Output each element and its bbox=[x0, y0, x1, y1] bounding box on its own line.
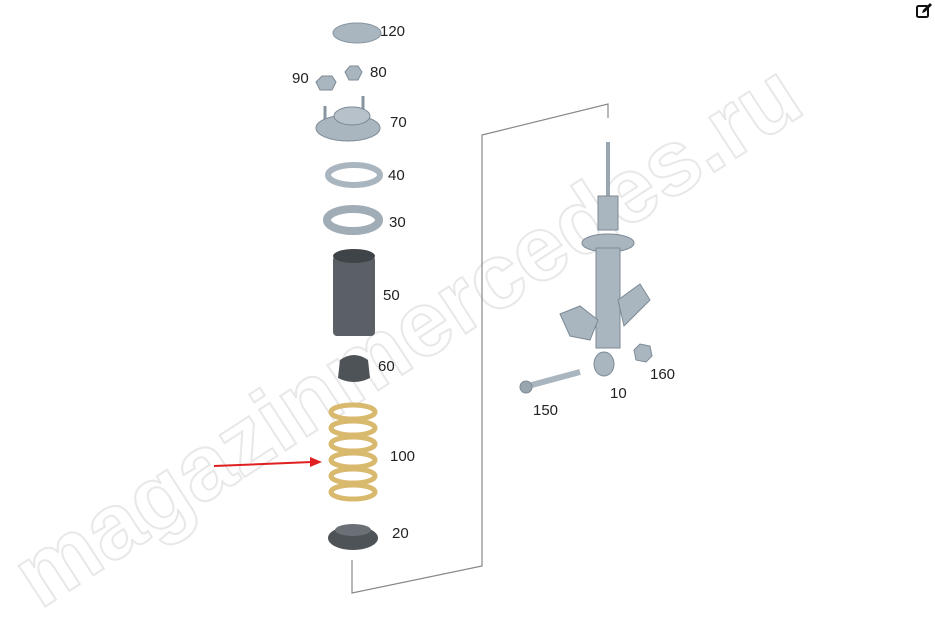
edit-icon[interactable] bbox=[915, 2, 933, 20]
label-90: 90 bbox=[292, 70, 309, 87]
part-70-top-mount bbox=[315, 96, 381, 142]
label-80: 80 bbox=[370, 64, 387, 81]
label-120: 120 bbox=[380, 23, 406, 40]
part-90-nut bbox=[315, 75, 337, 91]
label-160: 160 bbox=[650, 366, 676, 383]
part-160-nut bbox=[633, 343, 653, 363]
part-100-coil-spring bbox=[328, 402, 378, 502]
part-30-spring-seat bbox=[323, 205, 383, 235]
label-60: 60 bbox=[378, 358, 395, 375]
highlight-arrow bbox=[213, 457, 322, 467]
part-60-bump-stop bbox=[338, 355, 370, 382]
part-120-cap bbox=[332, 22, 382, 44]
label-10: 10 bbox=[610, 385, 627, 402]
label-40: 40 bbox=[388, 167, 405, 184]
assembly-bracket-line bbox=[351, 103, 609, 594]
label-70: 70 bbox=[390, 114, 407, 131]
part-10-shock-absorber bbox=[559, 142, 651, 377]
part-50-dust-boot bbox=[333, 249, 375, 336]
label-50: 50 bbox=[383, 287, 400, 304]
part-40-washer bbox=[325, 162, 383, 188]
part-80-nut bbox=[344, 65, 363, 81]
label-20: 20 bbox=[392, 525, 409, 542]
label-150: 150 bbox=[533, 402, 559, 419]
label-30: 30 bbox=[389, 214, 406, 231]
label-100: 100 bbox=[390, 448, 416, 465]
part-20-lower-seat bbox=[328, 524, 378, 550]
part-150-bolt bbox=[519, 369, 581, 394]
